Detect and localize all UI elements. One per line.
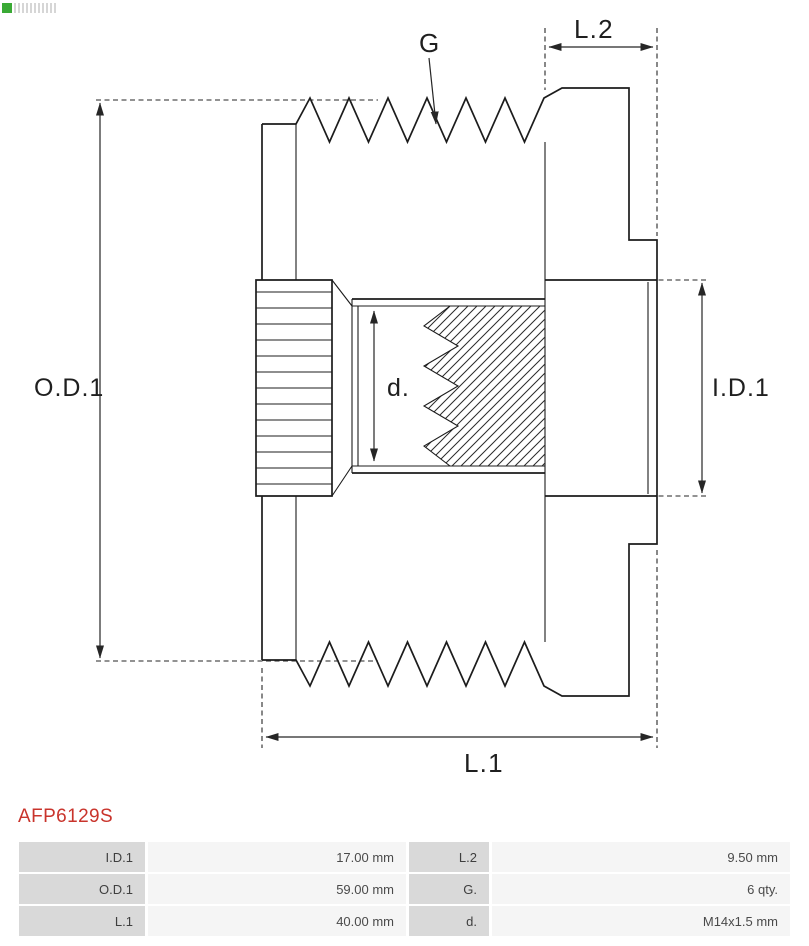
dimension-l1: L.1 (261, 550, 658, 778)
spec-value-cell: 17.00 mm (148, 842, 406, 872)
bore-inner-lines (351, 299, 545, 473)
spec-label-cell: d. (409, 906, 489, 936)
spline-lines (256, 291, 332, 485)
pulley-technical-drawing: O.D.1 I.D.1 L.2 G d. (34, 14, 770, 778)
d-label: d. (387, 374, 410, 402)
logo-pattern (14, 3, 58, 13)
thread-hatch-area (424, 306, 545, 466)
spec-table: I.D.1 17.00 mm L.2 9.50 mm O.D.1 59.00 m… (16, 840, 793, 938)
spec-value-cell: 40.00 mm (148, 906, 406, 936)
id1-label: I.D.1 (712, 374, 770, 402)
dimension-g: G (419, 28, 440, 125)
od1-label: O.D.1 (34, 374, 104, 402)
g-label: G (419, 28, 440, 58)
spec-value-cell: 6 qty. (492, 874, 790, 904)
spec-label-cell: L.2 (409, 842, 489, 872)
dimension-d: d. (369, 310, 410, 462)
brand-logo (2, 2, 58, 14)
spec-value-cell: 59.00 mm (148, 874, 406, 904)
spec-row: I.D.1 17.00 mm L.2 9.50 mm (19, 842, 790, 872)
inner-race (545, 279, 658, 497)
spec-row: L.1 40.00 mm d. M14x1.5 mm (19, 906, 790, 936)
spec-label-cell: O.D.1 (19, 874, 145, 904)
bottom-groove-profile (262, 496, 658, 697)
dimension-id1: I.D.1 (650, 279, 770, 497)
drawing-area: O.D.1 I.D.1 L.2 G d. (34, 14, 770, 778)
thread-zigzag (422, 305, 460, 467)
spec-label-cell: I.D.1 (19, 842, 145, 872)
l2-label: L.2 (574, 14, 614, 44)
spec-value-cell: M14x1.5 mm (492, 906, 790, 936)
bore-outer-lines (352, 298, 545, 474)
spec-label-cell: G. (409, 874, 489, 904)
spec-label-cell: L.1 (19, 906, 145, 936)
logo-green-square (2, 3, 12, 13)
pulley-outline (255, 87, 658, 697)
dimension-l2: L.2 (544, 14, 658, 236)
spec-row: O.D.1 59.00 mm G. 6 qty. (19, 874, 790, 904)
spec-value-cell: 9.50 mm (492, 842, 790, 872)
top-groove-profile (262, 87, 658, 280)
l1-label: L.1 (464, 748, 504, 778)
part-number: AFP6129S (18, 806, 114, 827)
hub-chamfers (331, 279, 353, 497)
dimension-od1: O.D.1 (34, 99, 378, 662)
